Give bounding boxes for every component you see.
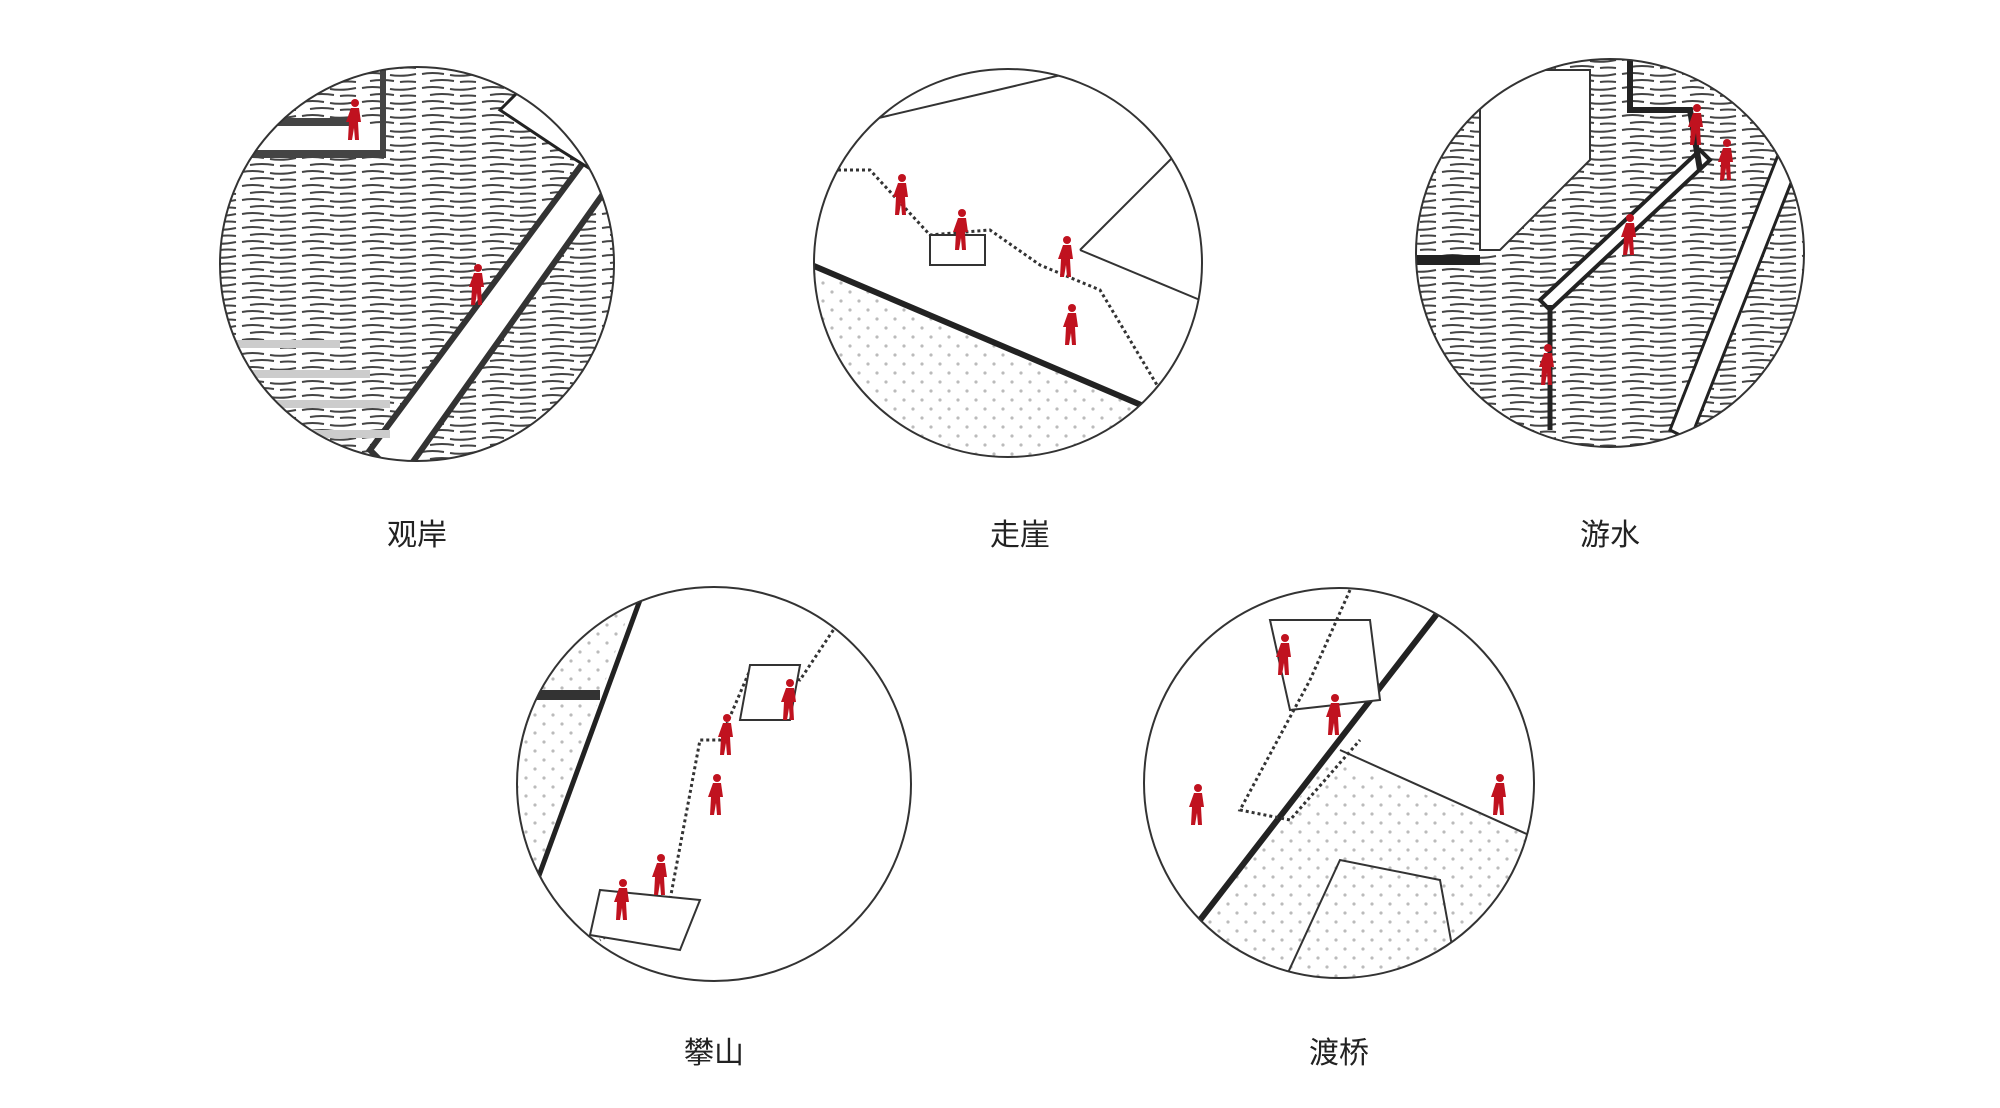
panel-cliff-walk bbox=[813, 68, 1203, 458]
person-figure-icon bbox=[1058, 236, 1073, 277]
person-figure-icon bbox=[718, 714, 733, 755]
person-figure-icon bbox=[708, 774, 723, 815]
panel-climb bbox=[516, 586, 912, 982]
panel-label-climb: 攀山 bbox=[684, 1036, 744, 1071]
person-figure-icon bbox=[1063, 304, 1078, 345]
panel-bridge bbox=[1143, 587, 1535, 979]
panel-label-view-shore: 观岸 bbox=[387, 518, 447, 553]
person-figure-icon bbox=[652, 854, 667, 895]
panel-label-cliff-walk: 走崖 bbox=[990, 518, 1050, 553]
person-figure-icon bbox=[1189, 784, 1204, 825]
panel-label-bridge: 渡桥 bbox=[1309, 1036, 1369, 1071]
person-figure-icon bbox=[1491, 774, 1506, 815]
panel-label-swim: 游水 bbox=[1580, 518, 1640, 553]
panel-swim bbox=[1415, 58, 1805, 448]
